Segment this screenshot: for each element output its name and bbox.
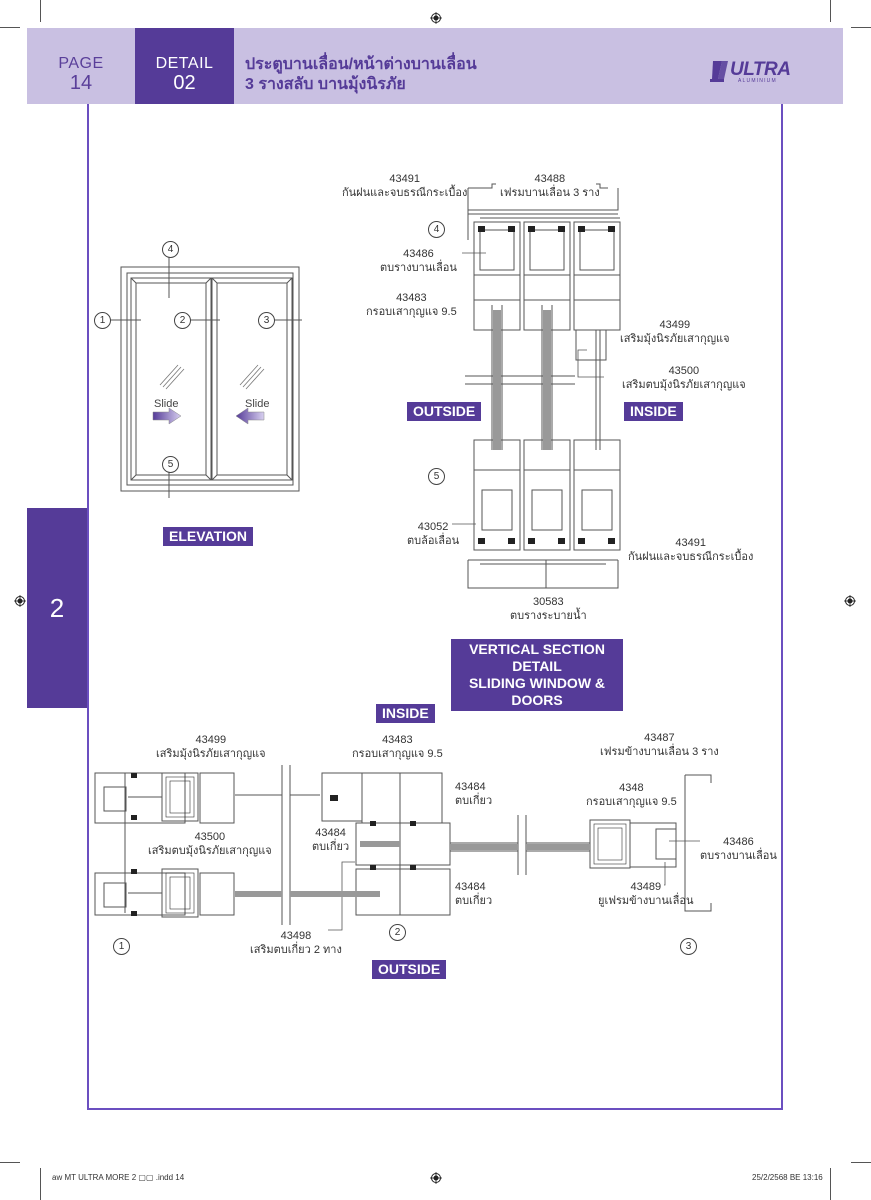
- marker-5: 5: [162, 456, 179, 473]
- vertical-section-title-line2: SLIDING WINDOW & DOORS: [468, 675, 606, 708]
- detail-label: DETAIL: [155, 55, 214, 72]
- crop-mark: [851, 1162, 871, 1163]
- registration-mark-icon: [430, 1172, 442, 1184]
- logo-subtext: ALUMINIUM: [738, 78, 777, 84]
- vs-outside-label: OUTSIDE: [407, 402, 482, 421]
- detail-number: 02: [173, 72, 196, 94]
- slide-label-left: Slide: [154, 398, 179, 410]
- marker-3: 3: [258, 312, 275, 329]
- crop-mark: [830, 0, 831, 22]
- horizontal-section-drawing: [94, 765, 712, 925]
- vs-inside-label: INSIDE: [624, 402, 683, 421]
- hs-marker-2: 2: [389, 924, 406, 941]
- vs-marker-5: 5: [428, 468, 445, 485]
- vertical-section-drawing: [465, 183, 621, 589]
- page-number: 14: [69, 72, 93, 94]
- elevation-drawing: [108, 257, 302, 498]
- hs-inside-label: INSIDE: [376, 704, 435, 723]
- vertical-section-title: VERTICAL SECTION DETAIL SLIDING WINDOW &…: [451, 639, 623, 711]
- crop-mark: [830, 1168, 831, 1200]
- slide-right-arrow-icon: [152, 407, 182, 425]
- page-title: ประตูบานเลื่อน/หน้าต่างบานเลื่อน 3 รางสล…: [245, 55, 477, 95]
- page-label: PAGE: [58, 55, 104, 72]
- marker-4: 4: [162, 241, 179, 258]
- elevation-label: ELEVATION: [163, 527, 254, 546]
- registration-mark-icon: [430, 12, 442, 24]
- crop-mark: [40, 0, 41, 22]
- page-indicator: PAGE 14: [27, 28, 135, 104]
- slide-left-arrow-icon: [235, 407, 265, 425]
- hs-marker-3: 3: [680, 938, 697, 955]
- footer-timestamp: 25/2/2568 BE 13:16: [752, 1173, 823, 1182]
- marker-2: 2: [174, 312, 191, 329]
- content-frame: [87, 104, 783, 1110]
- logo-text: ULTRA: [730, 59, 791, 80]
- registration-mark-icon: [14, 595, 26, 607]
- crop-mark: [40, 1168, 41, 1200]
- vs-marker-4: 4: [428, 221, 445, 238]
- slide-label-right: Slide: [245, 398, 270, 410]
- detail-indicator: DETAIL 02: [135, 28, 234, 104]
- ultra-logo-icon: [710, 61, 728, 82]
- hs-outside-label: OUTSIDE: [372, 960, 447, 979]
- crop-mark: [851, 27, 871, 28]
- hs-marker-1: 1: [113, 938, 130, 955]
- vertical-section-title-line1: VERTICAL SECTION DETAIL: [469, 641, 605, 674]
- crop-mark: [0, 1162, 20, 1163]
- crop-mark: [0, 27, 20, 28]
- ultra-logo: ULTRA ALUMINIUM: [708, 57, 791, 87]
- page-title-line2: 3 รางสลับ บานมุ้งนิรภัย: [245, 76, 406, 93]
- marker-1: 1: [94, 312, 111, 329]
- chapter-tab: 2: [27, 508, 87, 708]
- page-title-line1: ประตูบานเลื่อน/หน้าต่างบานเลื่อน: [245, 56, 477, 73]
- registration-mark-icon: [844, 595, 856, 607]
- footer-file-info: aw MT ULTRA MORE 2 ▢▢ .indd 14: [52, 1173, 185, 1182]
